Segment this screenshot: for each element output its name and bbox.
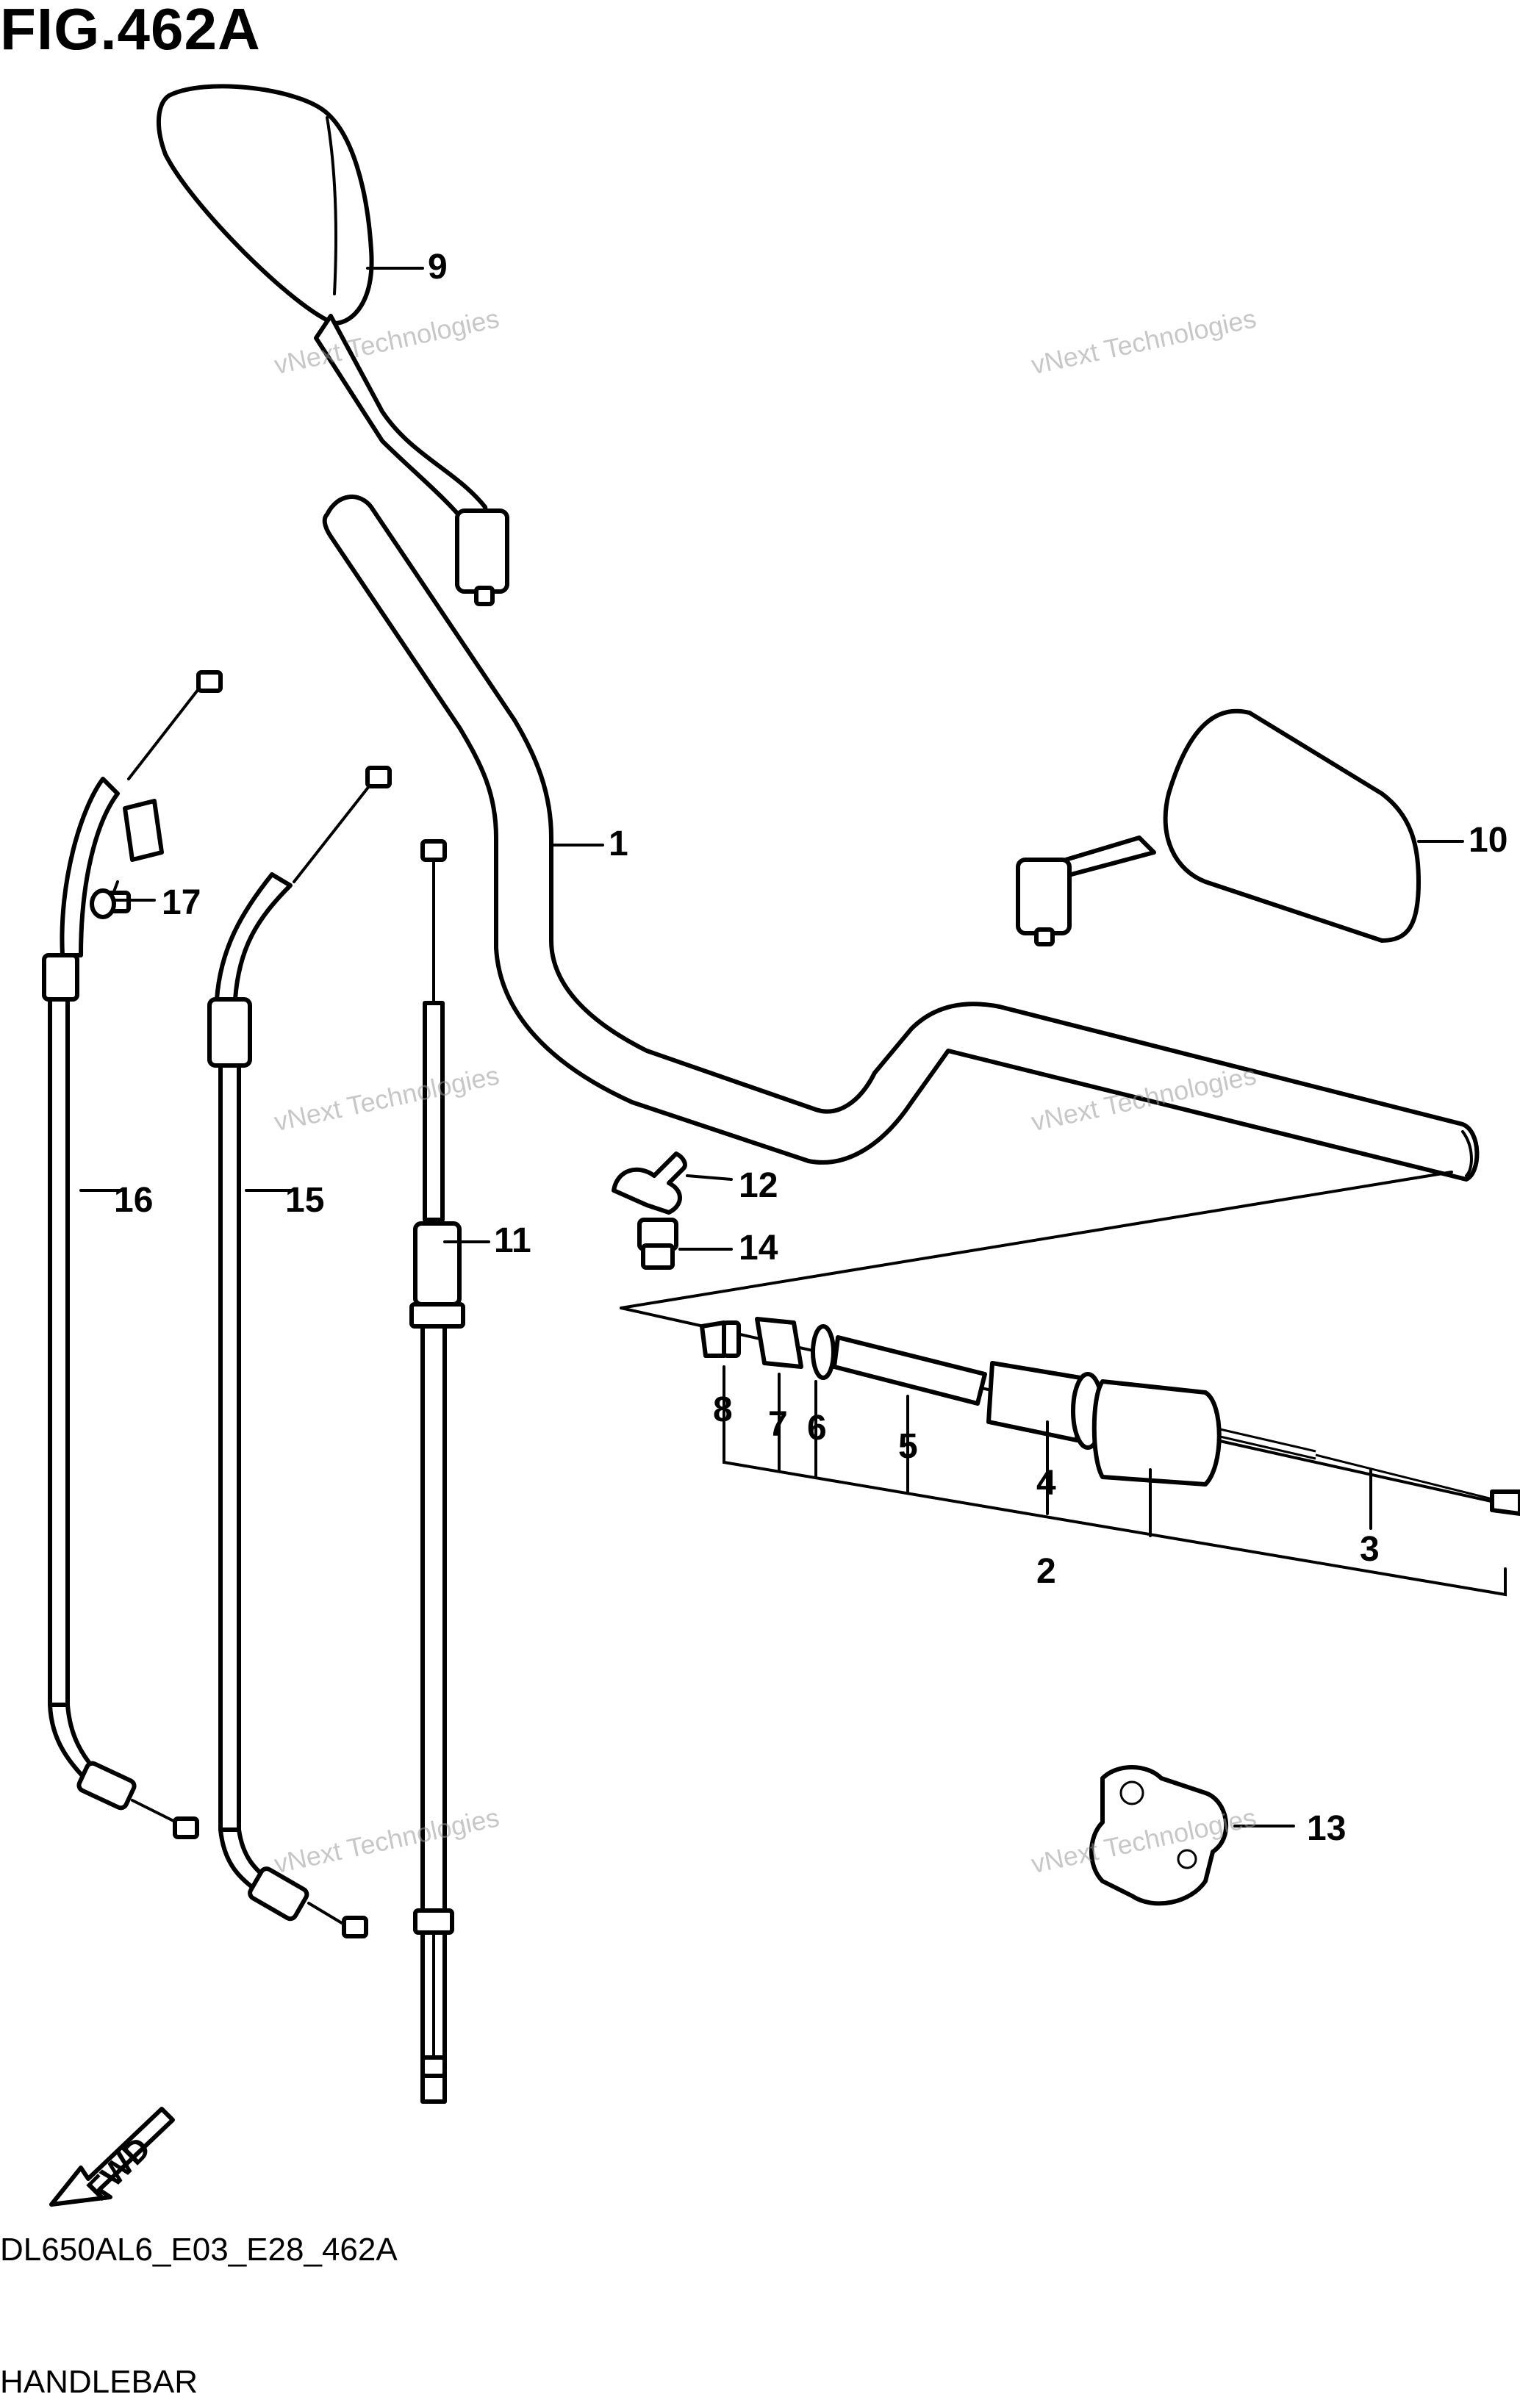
callout-3: 3 [1360,1530,1380,1569]
clip-12 [612,1151,687,1215]
callout-1: 1 [609,824,628,863]
screw-17 [90,888,156,919]
callout-5: 5 [898,1427,918,1466]
callout-6: 6 [807,1409,827,1448]
figure-name: HANDLEBAR [0,2364,198,2400]
bar-end-assembly [700,1317,1520,1597]
callout-2: 2 [1036,1552,1056,1591]
callout-8: 8 [713,1390,733,1429]
bolt-14 [637,1218,678,1270]
cable-11 [409,839,487,2104]
callout-4: 4 [1036,1464,1056,1503]
mirror-left [156,84,509,606]
callout-17: 17 [162,883,201,922]
figure-code: DL650AL6_E03_E28_462A [0,2232,398,2268]
handlebar [322,495,1480,1182]
callout-9: 9 [428,248,448,287]
callout-10: 10 [1469,821,1508,860]
cable-16 [42,670,223,1839]
callout-7: 7 [768,1405,788,1444]
cable-15 [207,766,392,1938]
mirror-right [1016,708,1421,946]
callout-16: 16 [114,1181,154,1220]
fwd-arrow [49,2107,175,2207]
callout-11: 11 [494,1221,531,1260]
callout-15: 15 [285,1181,325,1220]
figure-title: FIG.462A [0,0,261,62]
callout-14: 14 [739,1229,778,1268]
callout-13: 13 [1307,1809,1347,1848]
callout-12: 12 [739,1166,778,1205]
